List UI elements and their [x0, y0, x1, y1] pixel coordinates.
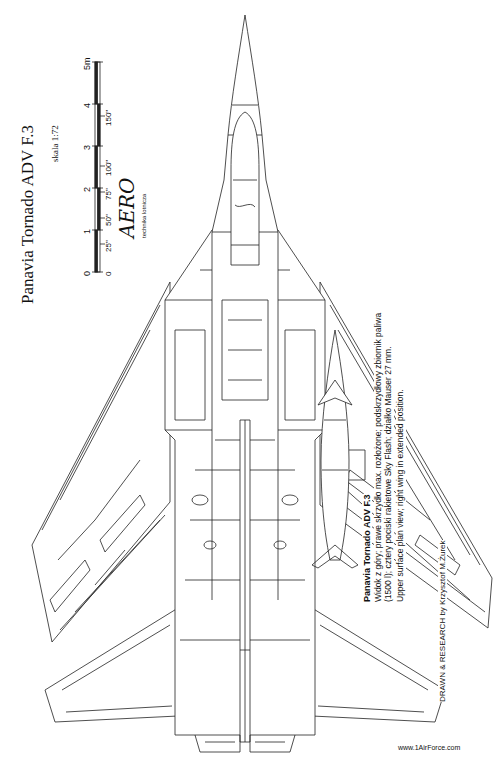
label-text: technika lotnicza	[141, 194, 148, 238]
label-text: skala 1:72	[50, 125, 60, 162]
label-text: 4	[82, 103, 92, 108]
label-text: 5m	[82, 57, 92, 70]
label-text: 100"	[104, 160, 113, 176]
label-text: 2	[82, 187, 92, 192]
label-text: Upper surface plan view; right wing in e…	[396, 302, 406, 602]
label-text: www.1AirForce.com	[398, 744, 460, 752]
label-text: Panavia Tornado ADV F.3	[362, 494, 372, 602]
fuel-tank-and-missile	[312, 330, 365, 568]
label-text: AERO	[116, 178, 139, 239]
label-text: 75"	[104, 188, 113, 200]
label-text: 50"	[104, 214, 113, 226]
label-text: 0	[82, 271, 92, 276]
scale-bar	[92, 62, 105, 272]
label-text: Widok z góry; prawe skrzydło max. rozłoż…	[374, 302, 394, 602]
label-text: 0	[104, 272, 113, 276]
label-text: 3	[82, 145, 92, 150]
label-text: DRAWN & RESEARCH by Krzysztof M.Żurek	[438, 540, 447, 702]
title: Panavia Tornado ADV F.3	[18, 125, 38, 304]
label-text: 25"	[104, 240, 113, 252]
label-text: 150"	[104, 110, 113, 126]
label-text: 1	[82, 229, 92, 234]
fuselage	[165, 15, 325, 752]
